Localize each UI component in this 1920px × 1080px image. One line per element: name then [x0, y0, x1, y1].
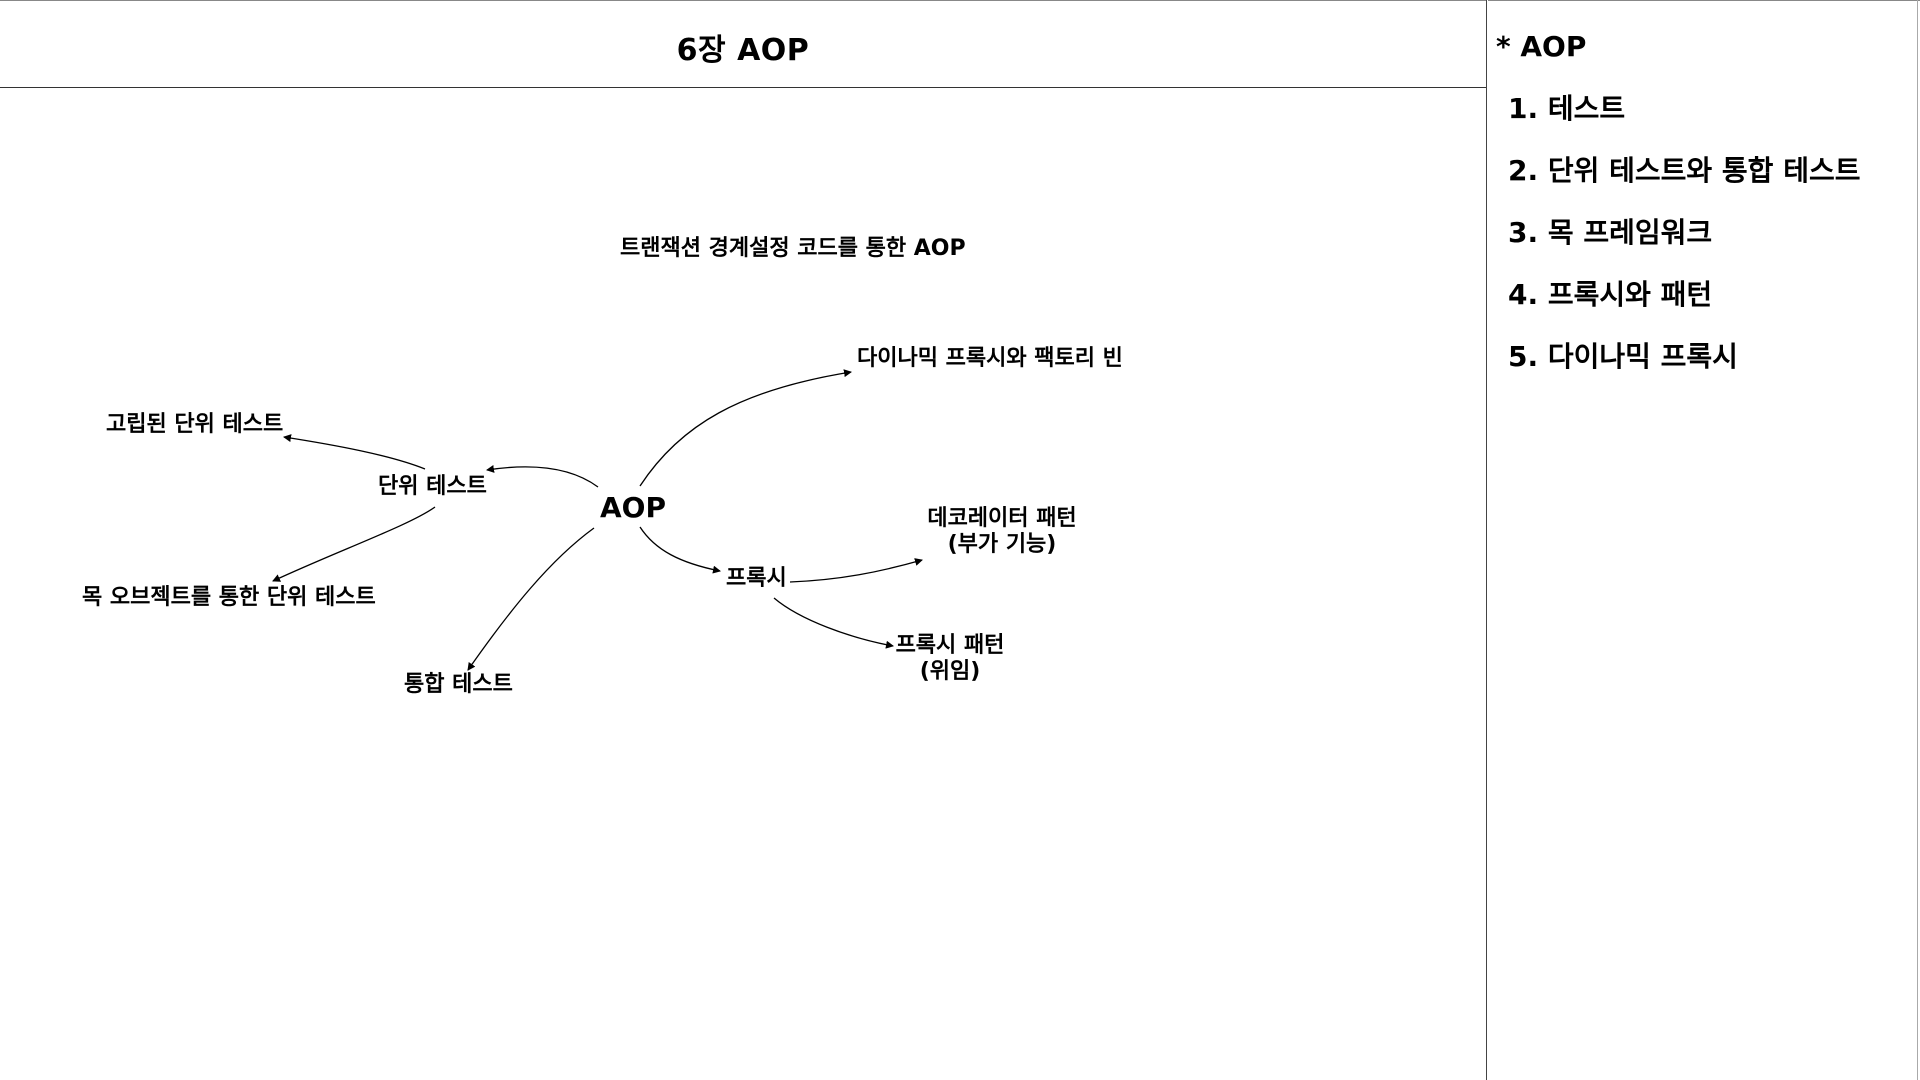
toc-list: 1. 테스트 2. 단위 테스트와 통합 테스트 3. 목 프레임워크 4. 프… [1508, 92, 1860, 402]
node-mock-unit-test: 목 오브젝트를 통한 단위 테스트 [82, 585, 376, 610]
edge-root-to-unit-test [486, 465, 599, 488]
toc-item-unit-integration-test: 2. 단위 테스트와 통합 테스트 [1508, 154, 1861, 187]
page-title: 6장 AOP [676, 33, 810, 68]
diagram-subtitle: 트랜잭션 경계설정 코드를 통한 AOP [620, 236, 966, 261]
edge-root-to-dynamic-proxy [639, 369, 852, 487]
node-proxy-pattern: 프록시 패턴 (위임) [880, 633, 1020, 685]
toc-item-test: 1. 테스트 [1508, 92, 1626, 125]
node-root-aop: AOP [600, 491, 666, 524]
toc-item-dynamic-proxy: 5. 다이나믹 프록시 [1508, 340, 1738, 373]
node-dynamic-proxy-factory-bean: 다이나믹 프록시와 팩토리 빈 [857, 346, 1123, 371]
title-bar: 6장 AOP [0, 0, 1486, 88]
edge-proxy-to-decorator [789, 558, 923, 583]
edge-unit-test-to-isolated [283, 434, 426, 470]
node-decorator-pattern: 데코레이터 패턴 (부가 기능) [922, 506, 1082, 558]
mindmap-connectors [272, 369, 923, 671]
edge-root-to-proxy [639, 526, 721, 574]
edge-proxy-to-proxy-pattern [773, 597, 894, 649]
node-proxy: 프록시 [726, 566, 787, 591]
toc-item-mock-framework: 3. 목 프레임워크 [1508, 216, 1713, 249]
node-proxy-pattern-note: (위임) [919, 659, 981, 684]
edge-root-to-integration [467, 527, 595, 671]
mindmap-panel: 6장 AOP 트랜잭션 경계설정 코드를 통한 AOP AOP 단위 테스트 [0, 0, 1487, 1080]
node-decorator-pattern-title: 데코레이터 패턴 [927, 506, 1077, 531]
edge-unit-test-to-mock [272, 506, 436, 582]
node-decorator-pattern-note: (부가 기능) [947, 532, 1057, 557]
toc-item-proxy-pattern: 4. 프록시와 패턴 [1508, 278, 1713, 311]
node-isolated-unit-test: 고립된 단위 테스트 [106, 412, 284, 437]
node-integration-test: 통합 테스트 [404, 672, 513, 697]
toc-panel-edge [1917, 0, 1918, 1080]
toc-heading: * AOP [1496, 30, 1587, 63]
node-unit-test: 단위 테스트 [378, 474, 487, 499]
toc-panel [1488, 0, 1920, 1080]
node-proxy-pattern-title: 프록시 패턴 [895, 633, 1005, 658]
